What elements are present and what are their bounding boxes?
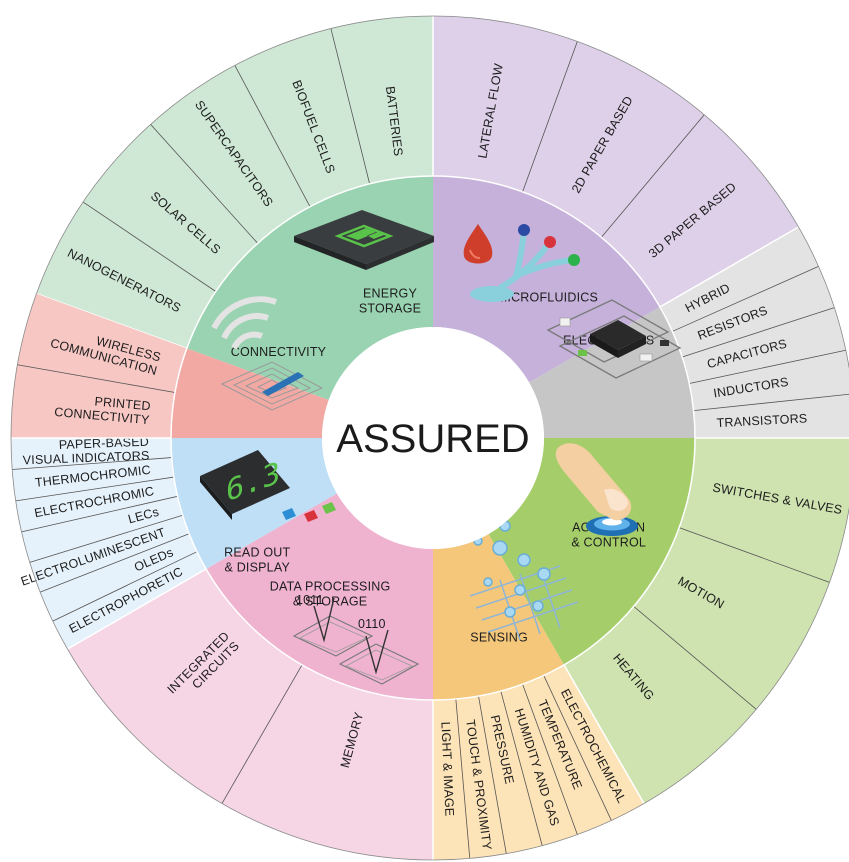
item-divider <box>52 551 198 622</box>
item-divider <box>500 690 543 846</box>
item-divider <box>330 28 371 184</box>
sensor-grid-icon <box>469 520 579 641</box>
outer-sector-energy <box>36 16 434 349</box>
bits-left-label: 1011 <box>296 593 324 607</box>
item-divider <box>12 457 172 470</box>
item-divider <box>455 698 471 859</box>
mid-border <box>170 175 696 701</box>
inner-sector-data <box>206 493 433 700</box>
item-divider <box>29 514 183 563</box>
center-hub <box>322 327 544 549</box>
item-divider <box>15 476 174 502</box>
item-label-readout-6: PAPER-BASEDVISUAL INDICATORS <box>22 435 150 468</box>
memory-tiles-icon: 1011 0110 <box>292 593 420 685</box>
category-icons: 1011 0110 6.3 <box>200 210 682 685</box>
outer-sector-microfluidics <box>433 16 799 307</box>
category-label-data: DATA PROCESSING& STORAGE <box>270 580 391 609</box>
outer-sector-data <box>67 569 433 860</box>
inner-sector-sensing <box>433 534 564 700</box>
item-divider <box>221 664 303 804</box>
item-divider <box>672 265 819 332</box>
item-divider <box>17 364 176 393</box>
item-divider <box>522 41 578 192</box>
category-label-sensing: SENSING <box>470 631 528 645</box>
inner-sector-electronics <box>529 307 695 438</box>
outer-border <box>10 15 849 861</box>
item-divider <box>633 606 757 710</box>
item-divider <box>234 65 311 207</box>
center-title: ASSURED <box>336 417 529 461</box>
category-label-connectivity: CONNECTIVITY <box>231 345 327 359</box>
item-divider <box>601 114 705 238</box>
item-divider <box>689 349 846 384</box>
category-label-readout: READ OUT& DISPLAY <box>224 546 290 575</box>
bits-right-label: 0110 <box>358 617 386 631</box>
circuit-board-icon <box>546 299 682 379</box>
category-label-microfluidics: MICROFLUIDICS <box>497 291 598 305</box>
item-divider <box>693 393 849 412</box>
item-label-sensing-5: LIGHT & IMAGE <box>438 721 456 816</box>
microfluidics-drop-icon <box>463 224 580 302</box>
finger-press-icon <box>555 443 638 536</box>
battery-chip-icon <box>294 210 434 270</box>
item-divider <box>150 124 258 244</box>
item-divider <box>543 675 612 821</box>
outer-sector-sensing <box>433 664 644 860</box>
outer-sector-readout <box>11 438 207 649</box>
wifi-coil-icon <box>211 296 324 411</box>
item-divider <box>40 533 190 593</box>
outer-sector-actuation <box>564 438 849 804</box>
item-divider <box>478 695 507 854</box>
item-divider <box>21 495 178 533</box>
item-label-electronics-4: TRANSISTORS <box>716 411 807 430</box>
item-divider <box>82 201 217 292</box>
item-divider <box>679 527 830 583</box>
item-divider <box>682 307 835 358</box>
seven-segment-display-icon: 6.3 <box>200 450 336 522</box>
item-divider <box>522 684 578 835</box>
outer-sector-connectivity <box>11 293 187 438</box>
